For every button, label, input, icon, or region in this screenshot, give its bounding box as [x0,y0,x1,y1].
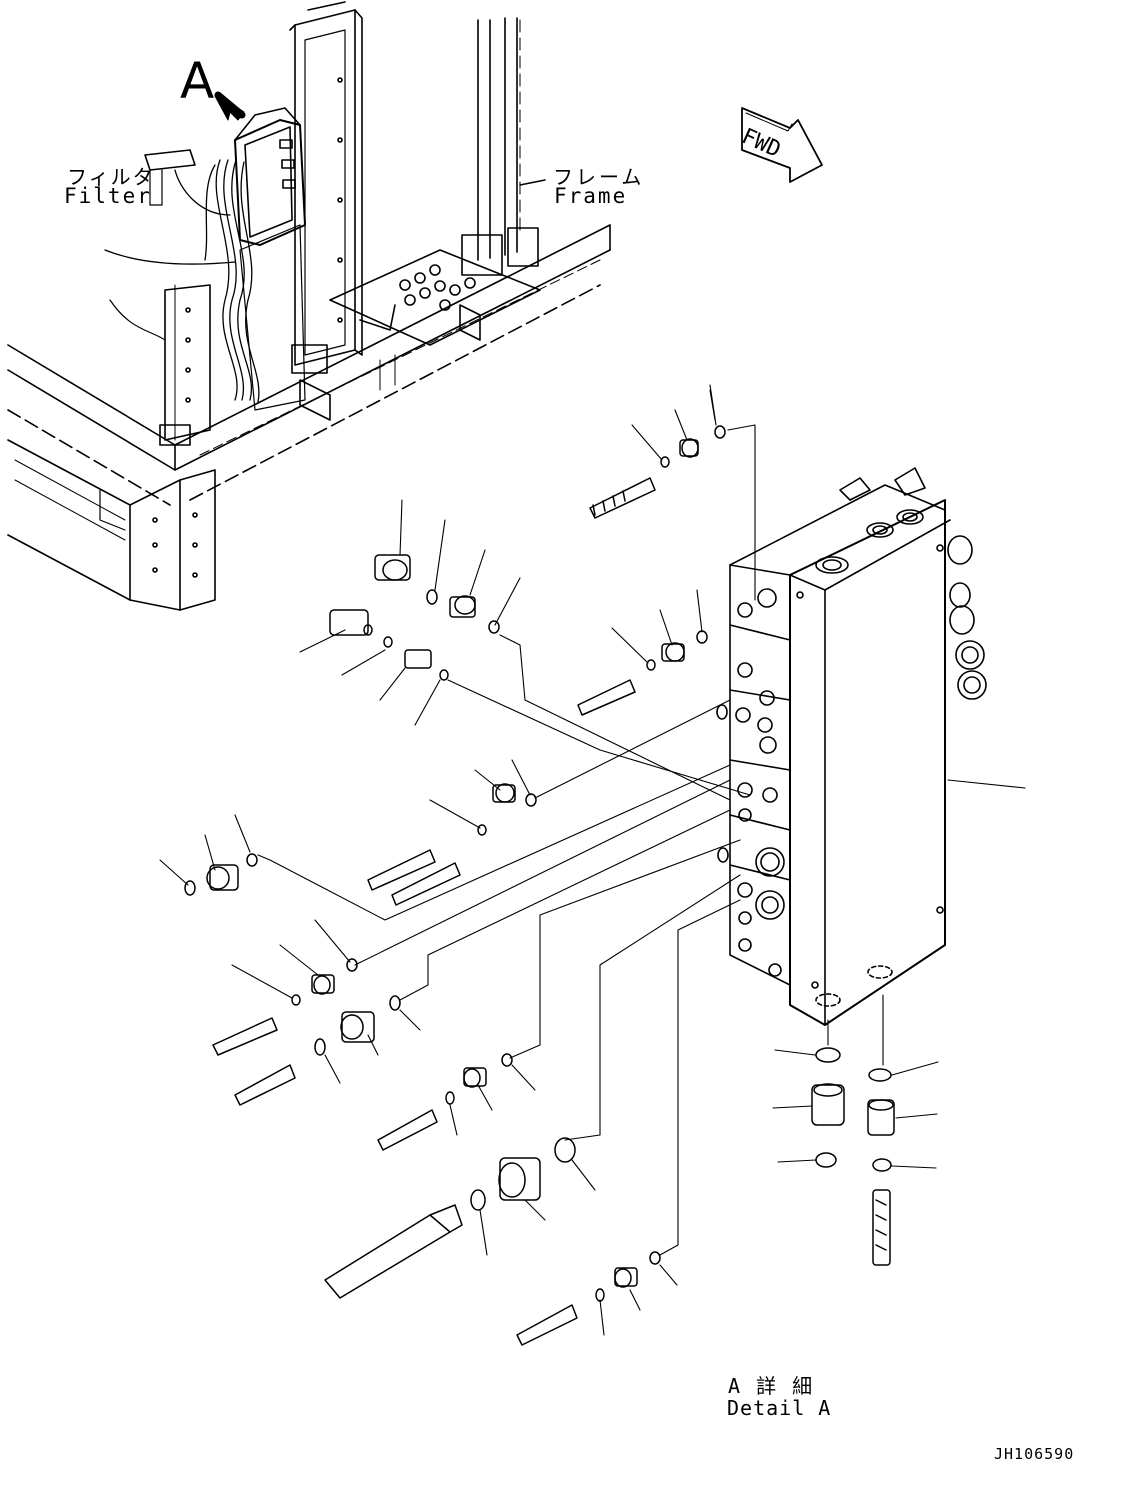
leader-lines [159,384,1026,1336]
filter-label-jp: フィルタ [67,165,155,189]
frame-label-jp: フレーム [553,165,645,189]
a-pointer-shaft [214,91,246,119]
detail-label-en: Detail A [727,1396,832,1420]
drawing-number: JH106590 [994,1445,1075,1463]
exploded-fittings [184,425,895,1346]
filter-label-en: Filter [64,184,152,208]
fwd-arrow-icon [741,107,823,183]
detail-label-jp: A 詳 細 [728,1374,815,1398]
frame-label-en: Frame [554,184,628,208]
frame-assembly [7,1,611,611]
detail-a-marker: A [180,52,215,110]
control-valve-block [716,467,987,1026]
